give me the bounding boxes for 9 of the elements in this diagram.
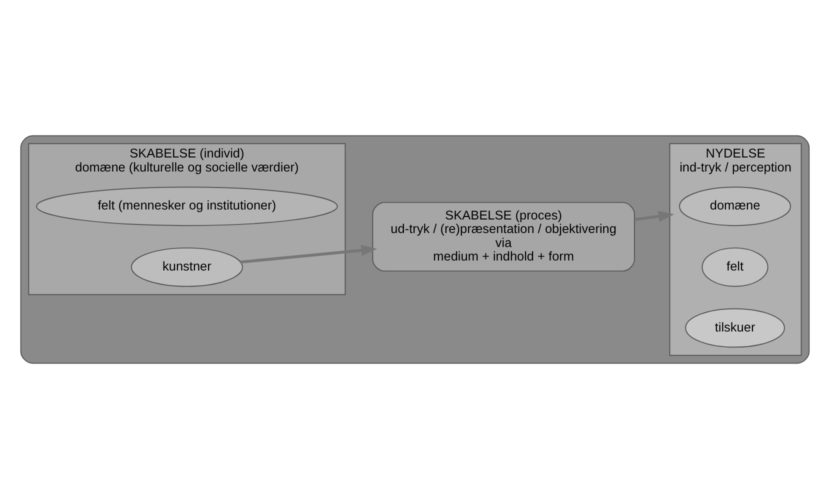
arrow (634, 210, 674, 222)
node-ellipse: tilskuer (685, 308, 785, 348)
cluster (20, 134, 810, 364)
node-box: SKABELSE (proces) ud-tryk / (re)præsentation / objektivering via medium + indhold + form (372, 201, 635, 272)
node-ellipse: domæne (679, 186, 792, 226)
node-ellipse: kunstner (130, 246, 243, 286)
node-ellipse: felt (mennesker og institutioner) (36, 186, 338, 226)
node-ellipse: felt (702, 246, 768, 286)
arrow (240, 244, 378, 264)
